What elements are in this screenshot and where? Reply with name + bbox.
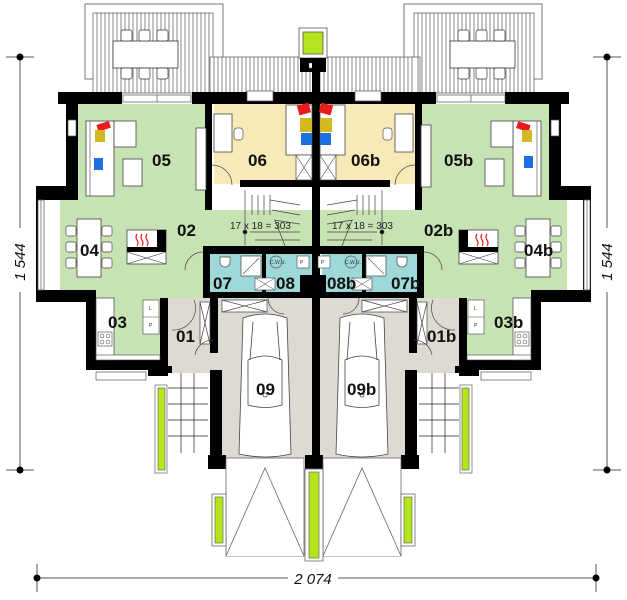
fridge-bottom-label-right: P [474,323,478,329]
room-labels: 05 06 06b 05b 02 02b 04 04b 07 08 08b 07… [80,151,553,399]
bathroom-fixtures-left: P C.W.U. [219,255,310,291]
sofa-left [85,120,143,197]
floor-living-right [320,104,567,360]
dimension-label-right: 1 544 [599,243,616,281]
room-label-02b: 02b [424,221,453,240]
room-label-07b: 07b [391,274,420,293]
room-label-01b: 01b [427,327,456,346]
doors [171,164,456,356]
p-label-08b: P [321,260,325,266]
porch-left [154,373,208,474]
dimension-bottom: 2 074 [33,564,600,592]
room-label-06: 06 [248,151,267,170]
dining-table-04 [65,218,113,278]
kitchen-right: L P [466,297,532,361]
dimension-left: 1 544 [6,53,34,474]
room-label-09b: 09b [347,380,376,399]
room-label-03: 03 [108,313,127,332]
boiler-label-08b: C.W.U. [345,260,361,266]
desk-06 [213,113,244,153]
garage-doors [211,457,416,562]
fireplace-right [458,229,499,265]
stairs-label-right: 17 x 18 = 303 [332,221,393,232]
room-label-08b: 08b [327,274,356,293]
fridge-top-label-left: L [149,306,152,312]
room-label-08: 08 [276,274,295,293]
fireplace-left [126,229,167,265]
windows [37,90,591,381]
room-label-06b: 06b [351,151,380,170]
room-label-05: 05 [152,151,171,170]
bed-06 [285,102,313,181]
room-label-01: 01 [176,327,195,346]
stairs-right [326,190,385,247]
wardrobe-01b [361,299,428,345]
fridge-bottom-label-left: P [149,323,153,329]
dimension-label-left: 1 544 [12,243,29,281]
bathroom-fixtures-right: P C.W.U. [317,255,408,291]
room-label-05b: 05b [444,151,473,170]
terrace-table-right [449,29,516,80]
room-label-03b: 03b [494,313,523,332]
desk-06b [382,113,414,153]
kitchen-left: L P [95,297,161,361]
room-label-04: 04 [80,241,99,260]
room-label-09: 09 [256,380,275,399]
room-label-02: 02 [177,221,196,240]
wardrobe-01 [199,299,268,345]
walls [36,60,591,469]
stairs-left [242,190,301,247]
terrace-table-left [112,29,179,80]
p-label-08: P [300,260,304,266]
porch-right [419,373,473,474]
room-label-04b: 04b [524,241,553,260]
dimension-right: 1 544 [593,53,621,474]
bed-06b [318,102,346,181]
terrace-right [319,3,543,94]
dining-table-04b [514,218,562,278]
fridge-top-label-right: L [474,306,477,312]
room-label-07: 07 [213,274,232,293]
car-09 [238,313,292,458]
dimension-label-bottom: 2 074 [293,571,332,588]
stairs-label-left: 17 x 18 = 303 [230,221,291,232]
terrace-left [84,3,311,94]
tv-unit-left [195,127,207,191]
boiler-label-08: C.W.U. [270,260,286,266]
car-09b [335,313,389,458]
tv-unit-right [420,124,432,188]
sofa-right [484,120,542,197]
